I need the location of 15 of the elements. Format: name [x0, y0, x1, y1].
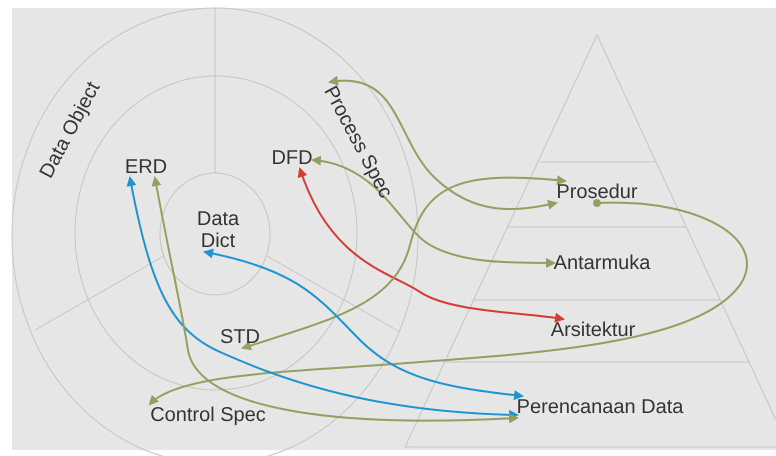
arrow: [298, 167, 565, 323]
layer-label: Prosedur: [556, 181, 638, 203]
ring-label: Control Spec: [150, 404, 266, 426]
arrow: [328, 76, 558, 210]
layer-label: Antarmuka: [554, 252, 650, 274]
arrow: [148, 199, 748, 406]
arrow: [311, 156, 556, 268]
ring-label: ERD: [124, 156, 168, 178]
ring-label: DFD: [271, 147, 313, 169]
arrow: [203, 248, 524, 400]
layer-label: Perencanaan Data: [516, 396, 684, 418]
layer-label: Arsitektur: [550, 319, 636, 341]
ring-label: Data Dict: [188, 208, 248, 252]
arrow: [241, 175, 567, 350]
ring-label: STD: [220, 326, 260, 348]
